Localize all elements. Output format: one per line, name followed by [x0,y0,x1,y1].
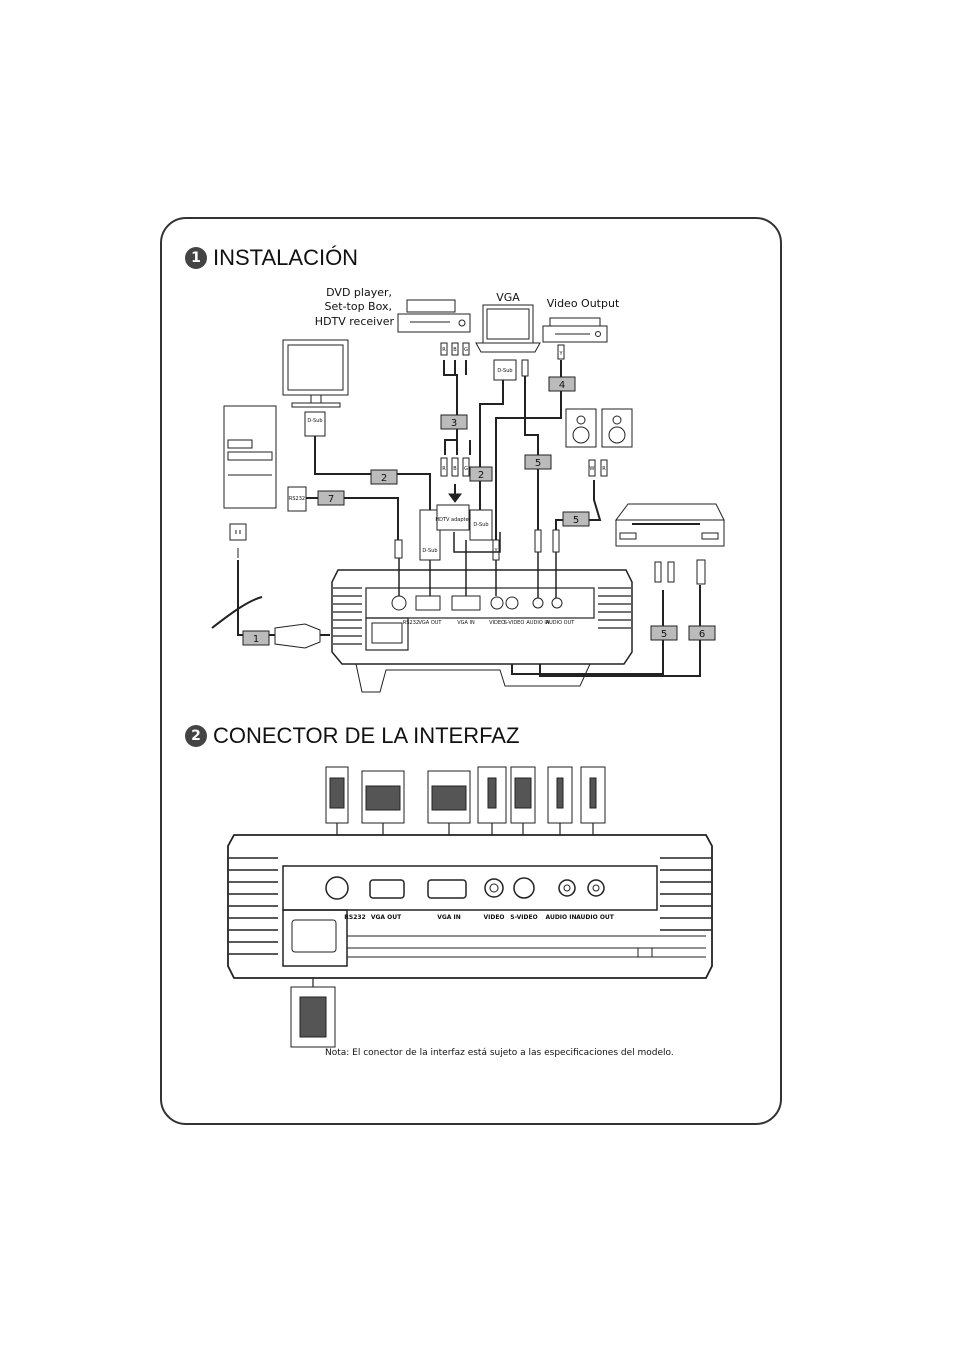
port-label-rs232: RS232 [344,914,365,921]
projector-back-panel [227,834,713,979]
cable-tag-3: 3 [451,418,457,429]
label-dsub-monitor: D-Sub [307,418,322,424]
label-dsub-vga-in: D-Sub [473,522,488,528]
monitor-icon [282,339,349,408]
label-hdtv-receiver: HDTV receiver [315,315,395,328]
projector-top-icon [331,569,633,693]
port-label-video-small: VIDEO [489,620,505,626]
wall-socket-icon [229,523,247,558]
section-1-heading: 1 INSTALACIÓN [185,245,358,271]
label-audio-r: R [602,466,606,472]
label-g-bottom: G [464,466,468,472]
label-video-y-bottom: Y [493,548,498,554]
port-label-audio-out: AUDIO OUT [576,914,615,921]
section-2-number: 2 [185,725,207,747]
port-label-video: VIDEO [483,914,504,921]
cable-tag-5b: 5 [573,515,579,526]
port-label-vga-out: VGA OUT [371,914,402,921]
pc-tower-icon [223,405,277,509]
cable-tag-7: 7 [328,494,334,505]
cable-tag-6: 6 [699,629,705,640]
dvd-player-icon [397,299,471,333]
label-dsub-laptop: D-Sub [497,368,512,374]
video-output-device-icon [542,317,608,343]
port-label-vga-in-small: VGA IN [457,620,475,626]
label-set-top-box: Set-top Box, [325,300,393,313]
label-vga: VGA [496,291,520,304]
port-label-vga-in: VGA IN [437,914,461,921]
section-2-title: CONECTOR DE LA INTERFAZ [213,723,520,748]
label-r-bottom: R [442,466,446,472]
model-note: Nota: El conector de la interfaz está su… [325,1048,674,1058]
connector-images [290,766,606,1048]
speakers-icon [565,408,633,448]
cable-tag-4: 4 [559,380,565,391]
dvd-audio-source-icon [615,503,725,547]
cable-tag-2a: 2 [381,473,387,484]
cable-tag-2b: 2 [478,470,484,481]
label-video-y-top: Y [558,351,563,357]
label-hdtv-adapter: HDTV adapter [435,517,471,523]
label-b-top: B [453,347,457,353]
label-r-top: R [442,347,446,353]
label-video-output: Video Output [547,297,620,310]
section-1-title: INSTALACIÓN [213,245,359,270]
cable-tag-5c: 5 [661,629,667,640]
port-label-audio-in-small: AUDIO IN [526,620,549,626]
label-g-top: G [464,347,468,353]
label-b-bottom: B [453,466,457,472]
label-rs232-pc: RS232 [289,496,305,502]
port-label-audio-in: AUDIO IN [546,914,577,921]
cable-tag-5a: 5 [535,458,541,469]
laptop-icon [475,304,541,353]
port-label-audio-out-small: AUDIO OUT [546,620,576,626]
port-label-svideo-small: S-VIDEO [504,620,525,626]
label-dvd-player: DVD player, [326,286,392,299]
cable-tag-1: 1 [253,634,259,645]
section-2-heading: 2 CONECTOR DE LA INTERFAZ [185,723,519,749]
label-dsub-vga-out: D-Sub [422,548,437,554]
port-label-vga-out-small: VGA OUT [419,620,443,626]
section-1-number: 1 [185,247,207,269]
label-audio-w: W [590,466,595,472]
port-label-rs232-small: RS232 [403,620,419,626]
port-label-svideo: S-VIDEO [510,914,537,921]
content-frame [160,217,782,1125]
